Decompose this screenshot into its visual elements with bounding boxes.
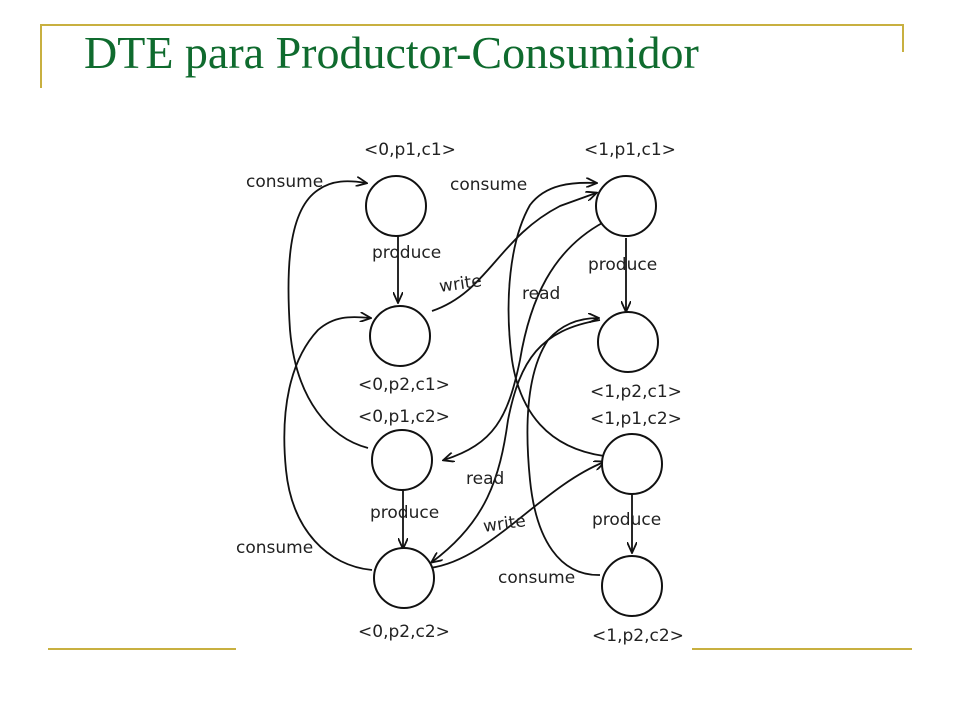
state-label-1-p2-c2: <1,p2,c2> (592, 626, 684, 646)
state-label-1-p1-c1: <1,p1,c1> (584, 140, 676, 160)
state-node-1-p2-c1 (597, 311, 659, 373)
title-accent-horizontal (40, 24, 904, 26)
state-label-0-p2-c2: <0,p2,c2> (358, 622, 450, 642)
state-node-1-p2-c2 (601, 555, 663, 617)
title-accent-right (902, 24, 904, 52)
state-node-0-p1-c2 (371, 429, 433, 491)
slide-title: DTE para Productor-Consumidor (84, 27, 699, 78)
transition-label-read-lower: read (466, 469, 504, 489)
state-node-1-p1-c2 (601, 433, 663, 495)
edge-consume-1-upper (507, 183, 605, 457)
baseline-gap (236, 626, 692, 660)
transition-label-write-lower: write (482, 511, 527, 537)
edge-consume-1-lower (526, 318, 601, 576)
transition-label-consume-0-lower: consume (236, 538, 313, 558)
state-label-0-p1-c2: <0,p1,c2> (358, 407, 450, 427)
state-label-0-p1-c1: <0,p1,c1> (364, 140, 456, 160)
transition-label-produce-1-c1: produce (588, 255, 657, 275)
footer-rule-left (48, 648, 236, 650)
transition-label-produce-0-c1: produce (372, 243, 441, 263)
transition-label-consume-1-lower: consume (498, 568, 575, 588)
edge-read-upper (444, 221, 605, 460)
state-label-1-p2-c1: <1,p2,c1> (590, 382, 682, 402)
transition-label-produce-1-c2: produce (592, 510, 661, 530)
transition-label-write-upper: write (438, 271, 483, 297)
edge-read-lower (432, 319, 601, 562)
transition-label-consume-0-upper: consume (246, 172, 323, 192)
transition-label-consume-1-upper: consume (450, 175, 527, 195)
edge-consume-0-upper (287, 181, 368, 449)
edge-consume-0-lower (283, 317, 372, 571)
edge-write-upper (431, 193, 596, 312)
state-node-0-p2-c1 (369, 305, 431, 367)
title-accent-vertical (40, 24, 42, 88)
state-node-1-p1-c1 (595, 175, 657, 237)
state-node-0-p1-c1 (365, 175, 427, 237)
transition-label-produce-0-c2: produce (370, 503, 439, 523)
state-label-0-p2-c1: <0,p2,c1> (358, 375, 450, 395)
state-node-0-p2-c2 (373, 547, 435, 609)
transition-label-read-upper: read (522, 284, 560, 304)
footer-rule-right (692, 648, 912, 650)
edge-write-lower (429, 462, 604, 569)
state-label-1-p1-c2: <1,p1,c2> (590, 409, 682, 429)
